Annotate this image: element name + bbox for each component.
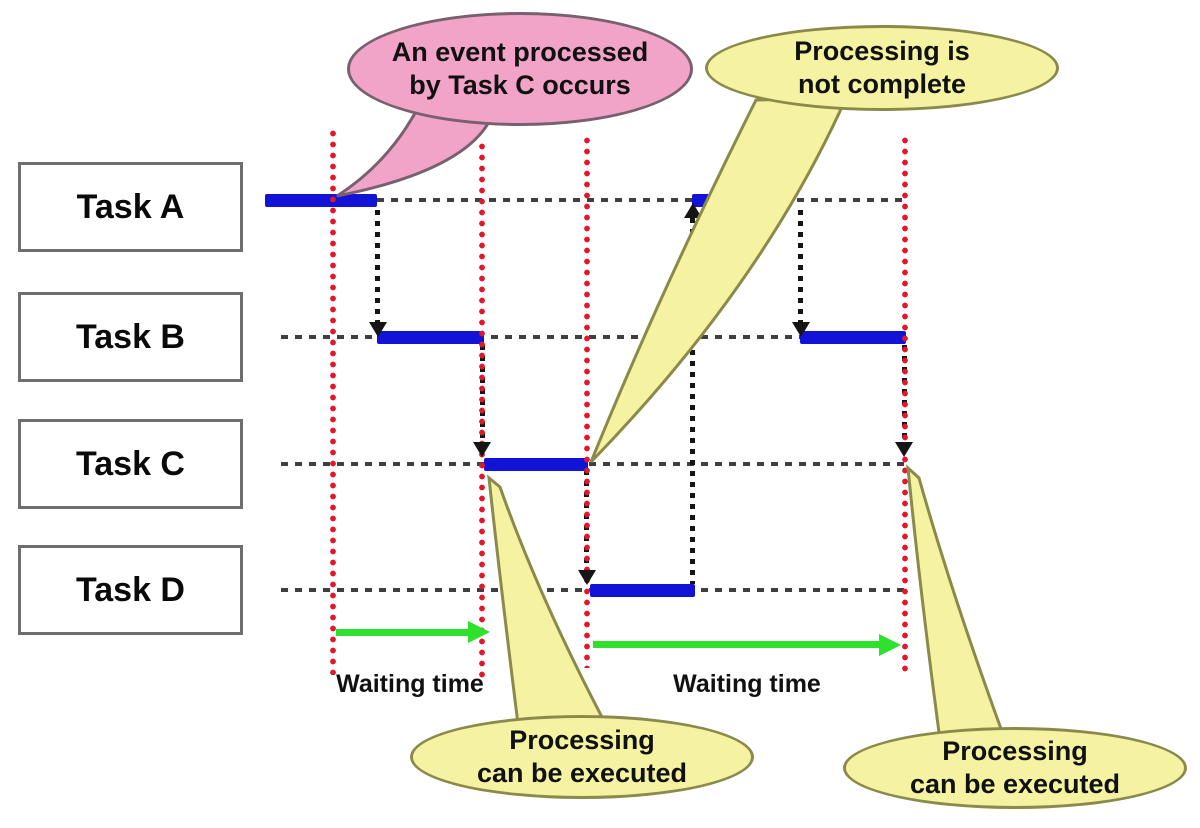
switch-arrow-c-to-d-arrowhead-icon xyxy=(578,570,596,585)
event-time-line-3 xyxy=(584,137,590,668)
task-d-label: Task D xyxy=(76,570,185,609)
callout-can-execute-2-line2: can be executed xyxy=(909,769,1121,799)
switch-arrow-b-to-c-arrowhead-icon xyxy=(473,442,491,457)
callout-can-execute-2-line1: Processing xyxy=(942,736,1088,767)
switch-arrow-a-to-b-shaft xyxy=(375,210,380,322)
waiting-time-label-1: Waiting time xyxy=(336,670,484,698)
task-c-label-box: Task C xyxy=(18,419,243,509)
task-b-label-box: Task B xyxy=(18,292,243,382)
callout-can-execute-2-tail xyxy=(906,464,1007,742)
callout-can-execute-1-line2: can be executed xyxy=(476,758,688,788)
task-a-label-box: Task A xyxy=(18,162,243,252)
task-b-execution-bar-2 xyxy=(800,331,906,344)
callout-can-execute-1: Processing can be executed xyxy=(410,715,754,799)
callout-event-occurs: An event processed by Task C occurs xyxy=(347,12,693,126)
task-c-label: Task C xyxy=(76,444,185,483)
switch-arrow-d-to-a-arrowhead-icon xyxy=(684,203,702,218)
waiting-time-label-2: Waiting time xyxy=(673,670,821,698)
task-a-execution-bar-1 xyxy=(265,194,377,207)
switch-arrow-a2-to-b-arrowhead-icon xyxy=(792,322,810,337)
callout-not-complete-tail xyxy=(589,96,849,464)
task-d-label-box: Task D xyxy=(18,545,243,635)
event-time-line-1 xyxy=(330,130,336,675)
callout-event-occurs-line1: An event processed xyxy=(391,37,649,68)
callout-can-execute-1-line1: Processing xyxy=(509,725,655,756)
event-time-line-4 xyxy=(902,137,908,676)
waiting-time-arrow-2 xyxy=(593,641,881,648)
waiting-time-arrow-1-head-icon xyxy=(468,621,490,643)
switch-arrow-a2-to-b-shaft xyxy=(798,210,803,322)
callout-not-complete-line2: not complete xyxy=(797,69,966,99)
callout-event-tail xyxy=(336,102,495,198)
callout-event-occurs-line2: by Task C occurs xyxy=(409,70,631,100)
event-time-line-2 xyxy=(479,143,485,680)
callout-not-complete: Processing is not complete xyxy=(705,25,1059,111)
callout-can-execute-1-tail xyxy=(487,474,607,726)
task-c-execution-bar-1 xyxy=(484,458,588,471)
waiting-time-arrow-1 xyxy=(336,629,470,636)
task-c-timeline xyxy=(281,462,908,466)
task-b-execution-bar-1 xyxy=(377,331,484,344)
waiting-time-arrow-2-head-icon xyxy=(879,634,901,656)
callout-not-complete-line1: Processing is xyxy=(794,36,970,67)
callout-can-execute-2: Processing can be executed xyxy=(843,727,1187,809)
task-d-execution-bar-1 xyxy=(590,584,695,597)
task-b-label: Task B xyxy=(76,317,185,356)
task-a-label: Task A xyxy=(76,187,185,226)
task-b-timeline xyxy=(281,335,906,339)
switch-arrow-a-to-b-arrowhead-icon xyxy=(369,322,387,337)
switch-arrow-d-to-a-shaft xyxy=(690,218,695,584)
switch-arrow-b2-to-c-arrowhead-icon xyxy=(895,442,913,457)
